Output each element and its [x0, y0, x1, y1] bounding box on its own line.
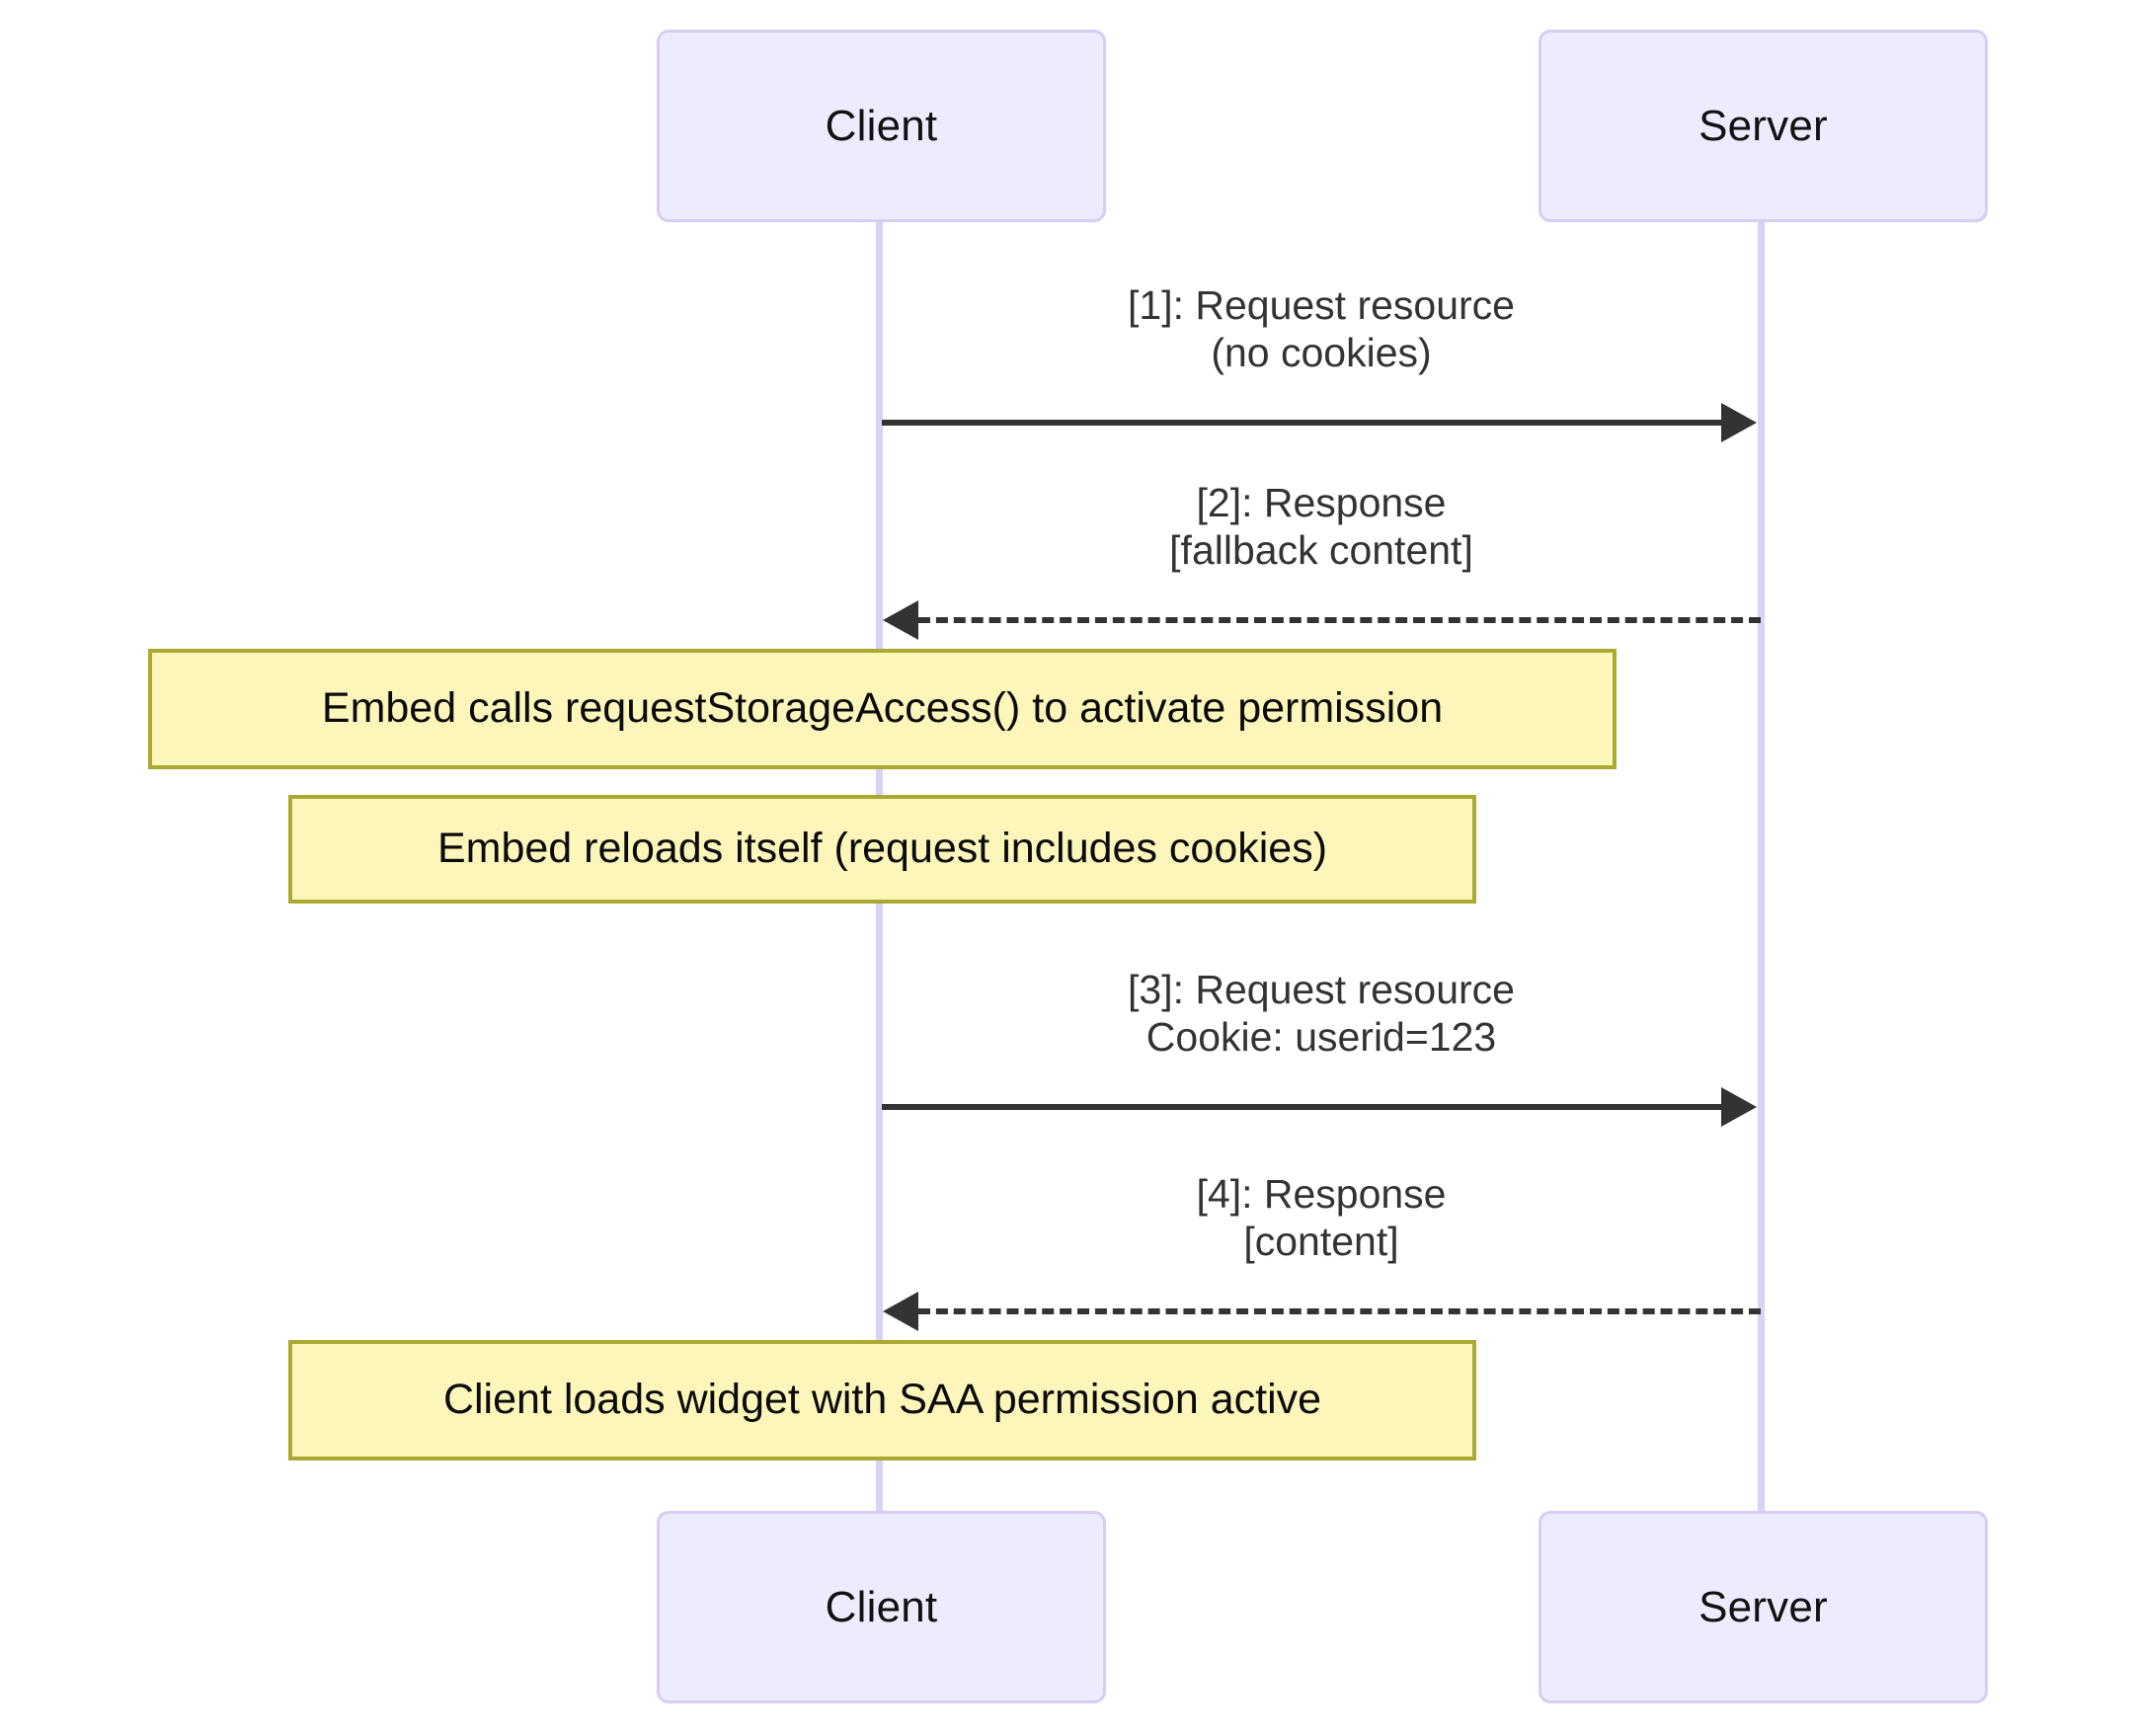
- participant-server-top-label: Server: [1698, 101, 1828, 150]
- message-1-label: [1]: Request resource (no cookies): [1128, 282, 1515, 376]
- participant-client-top[interactable]: Client: [657, 30, 1106, 222]
- message-4-line: [918, 1308, 1761, 1314]
- participant-client-top-label: Client: [825, 101, 938, 150]
- note-client-loads-widget[interactable]: Client loads widget with SAA permission …: [288, 1340, 1476, 1460]
- note-2-text: Embed reloads itself (request includes c…: [436, 825, 1328, 873]
- note-1-text: Embed calls requestStorageAccess() to ac…: [321, 684, 1444, 733]
- message-3-label: [3]: Request resource Cookie: userid=123: [1128, 967, 1515, 1061]
- message-3-arrowhead-icon: [1721, 1087, 1757, 1127]
- message-1-line: [882, 420, 1721, 426]
- participant-server-top[interactable]: Server: [1539, 30, 1988, 222]
- message-4-label: [4]: Response [content]: [1196, 1171, 1447, 1265]
- participant-server-bottom[interactable]: Server: [1539, 1511, 1988, 1703]
- participant-client-bottom-label: Client: [825, 1582, 938, 1631]
- message-1-arrowhead-icon: [1721, 403, 1757, 442]
- participant-server-bottom-label: Server: [1698, 1582, 1828, 1631]
- lifeline-server: [1758, 222, 1765, 1511]
- note-3-text: Client loads widget with SAA permission …: [442, 1376, 1322, 1424]
- message-3-line: [882, 1104, 1721, 1110]
- message-2-arrowhead-icon: [883, 600, 918, 640]
- message-2-label: [2]: Response [fallback content]: [1169, 480, 1473, 574]
- note-embed-calls-request-storage-access[interactable]: Embed calls requestStorageAccess() to ac…: [148, 649, 1617, 769]
- message-4-arrowhead-icon: [883, 1292, 918, 1331]
- note-embed-reloads-itself[interactable]: Embed reloads itself (request includes c…: [288, 795, 1476, 904]
- message-2-line: [918, 617, 1761, 623]
- participant-client-bottom[interactable]: Client: [657, 1511, 1106, 1703]
